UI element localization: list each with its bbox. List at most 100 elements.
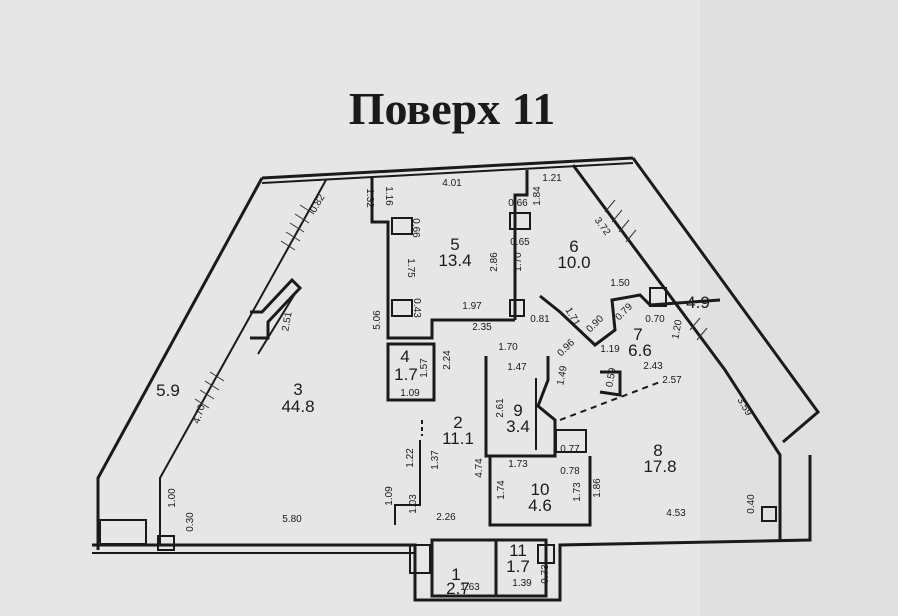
dim-label: 1.50 xyxy=(610,278,630,289)
room-3-number: 3 xyxy=(293,380,302,399)
shaft-room6-lower xyxy=(509,299,525,317)
dim-label: 0.81 xyxy=(530,314,550,325)
dim-label: 1.21 xyxy=(542,173,562,184)
dim-label: 2.26 xyxy=(436,512,456,523)
wall-corridor xyxy=(394,440,421,525)
dim-label: 1.47 xyxy=(507,362,527,373)
window-left-upper xyxy=(280,204,315,251)
balcony-left-area: 5.9 xyxy=(156,381,180,400)
room-2-area: 11.1 xyxy=(442,429,474,448)
dim-label: 1.49 xyxy=(555,365,569,387)
wall-right-outer xyxy=(631,157,821,444)
shaft-room5 xyxy=(391,217,413,235)
room-5-number: 5 xyxy=(450,235,459,254)
dim-label: 0.43 xyxy=(411,298,422,318)
wall-room9 xyxy=(484,356,557,458)
dim-label: 2.35 xyxy=(472,322,492,333)
wall-room4 xyxy=(386,342,436,402)
dim-label: 1.57 xyxy=(419,358,430,378)
dim-label: 1.19 xyxy=(600,344,620,355)
dim-label: 1.00 xyxy=(167,488,178,508)
dim-label: 5.06 xyxy=(372,310,383,330)
dim-label: 0.73 xyxy=(540,564,551,584)
wall-room11 xyxy=(494,538,548,598)
dim-label: 1.84 xyxy=(532,186,543,206)
shaft-room1 xyxy=(409,544,431,574)
wall-room7-top xyxy=(539,293,721,347)
dim-label: 1.97 xyxy=(462,301,482,312)
dim-label: 1.73 xyxy=(572,482,583,502)
room-3-area: 44.8 xyxy=(281,397,314,416)
wall-top-inner xyxy=(261,162,634,184)
room-11-number: 11 xyxy=(509,541,527,560)
dim-label: 2.86 xyxy=(489,252,500,272)
dim-label: 1.70 xyxy=(513,252,524,272)
wall-room7-box xyxy=(599,370,622,397)
room-labels: 1 2.7 2 11.1 3 44.8 4 1.7 5 13.4 6 10.0 … xyxy=(156,235,710,598)
column-room6 xyxy=(649,287,667,307)
room-8-area: 17.8 xyxy=(643,457,676,476)
room-5-area: 13.4 xyxy=(438,251,471,270)
wall-right-inner xyxy=(571,164,782,540)
room-11-area: 1.7 xyxy=(506,557,530,576)
dim-label: 1.32 xyxy=(364,188,375,208)
room-9-area: 3.4 xyxy=(506,417,530,436)
dim-label: 1.86 xyxy=(592,478,603,498)
dim-label: 1.09 xyxy=(400,388,420,399)
window-left-lower xyxy=(194,371,225,409)
dim-label: 1.20 xyxy=(670,319,684,341)
room-10-number: 10 xyxy=(531,480,550,499)
dim-label: 0.66 xyxy=(410,218,421,238)
dim-label: 0.70 xyxy=(645,314,665,325)
dim-label: 0.66 xyxy=(508,198,528,209)
shaft-room6 xyxy=(509,212,531,230)
dim-label: 1.73 xyxy=(508,459,528,470)
room-6-area: 10.0 xyxy=(557,253,590,272)
room-7-area: 6.6 xyxy=(628,341,652,360)
dim-label: 2.61 xyxy=(495,398,506,418)
dim-label: 1.70 xyxy=(498,342,518,353)
wall-room3-partition xyxy=(257,291,297,355)
room-1-number: 1 xyxy=(451,565,460,584)
room-7-number: 7 xyxy=(633,325,642,344)
dim-label: 5.80 xyxy=(282,514,302,525)
shaft-room11 xyxy=(537,544,555,564)
door-line-room8 xyxy=(559,381,661,421)
dim-label: 2.24 xyxy=(442,350,453,370)
room-1-area: 2.7 xyxy=(446,579,470,598)
dim-label: 0.65 xyxy=(510,237,530,248)
dim-label: 0.78 xyxy=(560,466,580,477)
column-right xyxy=(761,506,777,522)
wall-room10 xyxy=(488,456,592,527)
room-6-number: 6 xyxy=(569,237,578,256)
shaft-room10 xyxy=(555,429,587,453)
dim-label: 2.43 xyxy=(643,361,663,372)
dim-label: 4.53 xyxy=(666,508,686,519)
dim-label: 1.39 xyxy=(512,578,532,589)
column-left xyxy=(157,535,175,551)
dim-label: 4.01 xyxy=(442,178,462,189)
dim-label: 1.03 xyxy=(408,494,419,514)
room-4-number: 4 xyxy=(400,347,409,366)
dim-label: 1.75 xyxy=(405,258,416,278)
dim-label: 1.37 xyxy=(430,450,441,470)
dim-label: 1.74 xyxy=(496,480,507,500)
balcony-corner-left xyxy=(99,519,147,545)
dim-label: 1.63 xyxy=(460,582,480,593)
floor-title: Поверх 11 xyxy=(349,83,555,134)
dim-label: 4.74 xyxy=(474,458,485,478)
balcony-right-area: 4.9 xyxy=(686,293,710,312)
wall-left-inner xyxy=(159,179,327,545)
dim-label: 0.77 xyxy=(560,444,580,455)
dim-label: 2.57 xyxy=(662,375,682,386)
dim-label: 1.22 xyxy=(405,448,416,468)
dim-label: 0.30 xyxy=(185,512,196,532)
shaft-room5-lower xyxy=(391,299,413,317)
room-8-number: 8 xyxy=(653,441,662,460)
wall-room5 xyxy=(370,178,515,340)
dim-label: 2.51 xyxy=(280,311,294,333)
paper-shadow xyxy=(700,0,898,616)
wall-room5-6 xyxy=(513,170,529,320)
dim-label: 0.40 xyxy=(746,494,757,514)
